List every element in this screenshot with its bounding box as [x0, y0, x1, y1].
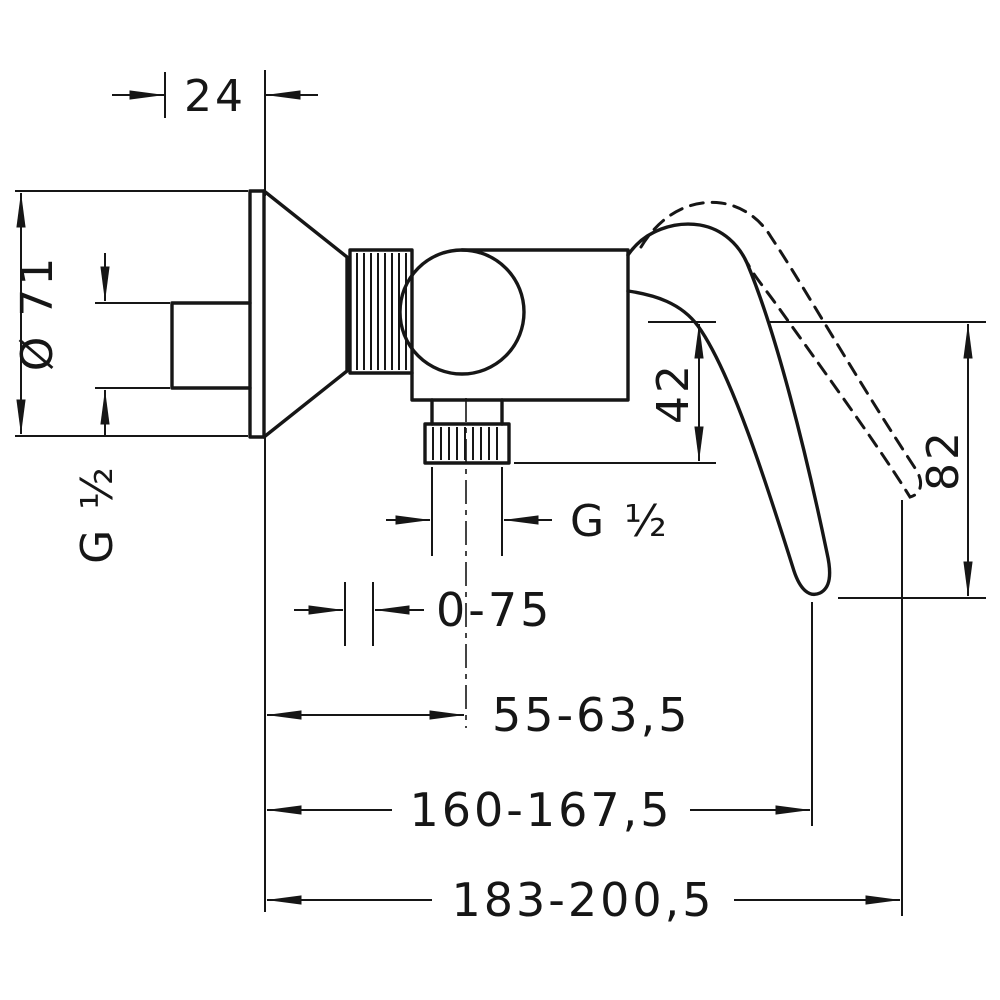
dim-overall-depth-label: 183-200,5: [451, 873, 714, 927]
dim-inlet-thread: G ½: [72, 253, 170, 564]
dim-escutcheon-diameter: Ø 71: [12, 190, 248, 437]
dim-adjustment-range: 0-75: [294, 582, 552, 646]
dim-escutcheon-depth-label: 24: [184, 71, 246, 122]
supply-pipe: [170, 301, 252, 390]
lever-handle-raised-position: [639, 200, 923, 499]
dim-inlet-thread-label: G ½: [72, 464, 123, 564]
dim-outlet-thread-label: G ½: [570, 496, 670, 547]
mounting-nut: [348, 248, 414, 375]
dim-outlet-distance: 55-63,5: [266, 688, 691, 742]
dim-handle-reach: 160-167,5: [266, 602, 813, 837]
dim-escutcheon-depth: 24: [112, 70, 318, 196]
valve-body-housing: [410, 248, 630, 402]
dim-handle-reach-label: 160-167,5: [409, 783, 672, 837]
dim-adjustment-range-label: 0-75: [436, 583, 552, 637]
lever-handle: [626, 222, 832, 596]
dim-outlet-drop: 42: [514, 321, 716, 464]
outlet-nut-knurl: [432, 427, 498, 460]
dim-handle-height-label: 82: [918, 429, 969, 491]
shower-mixer-outline: [170, 189, 923, 728]
valve-body: [398, 248, 526, 376]
dim-overall-depth: 183-200,5: [266, 500, 903, 927]
dim-outlet-distance-label: 55-63,5: [492, 688, 691, 742]
outlet-neck: [430, 398, 504, 426]
dim-handle-height: 82: [770, 321, 986, 599]
dim-escutcheon-diameter-label: Ø 71: [12, 255, 63, 372]
outlet-nut: [423, 422, 511, 465]
dim-outlet-thread: G ½: [386, 467, 670, 556]
dim-outlet-drop-label: 42: [648, 362, 699, 424]
